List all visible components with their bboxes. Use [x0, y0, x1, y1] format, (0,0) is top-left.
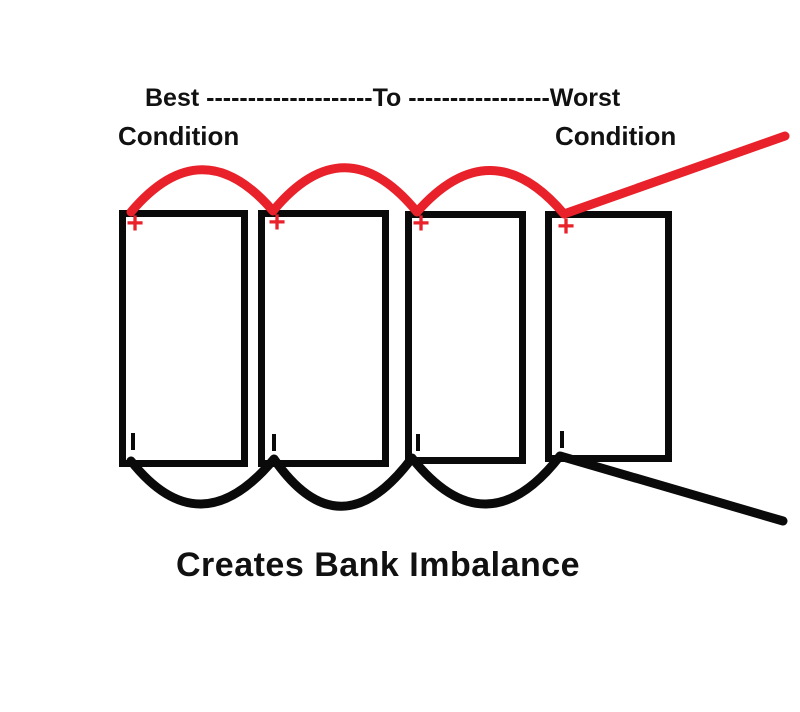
battery-1-positive-terminal-icon: +	[126, 207, 144, 240]
battery-2-box	[258, 210, 389, 467]
battery-4-box	[545, 211, 672, 462]
battery-1-box	[119, 210, 248, 467]
battery-1-negative-terminal-icon	[131, 433, 135, 450]
positive-wire	[126, 131, 790, 219]
battery-4-positive-terminal-icon: +	[557, 210, 575, 243]
battery-4-negative-terminal-icon	[560, 431, 564, 448]
battery-3-positive-terminal-icon: +	[412, 207, 430, 240]
battery-3-box	[405, 211, 526, 464]
worst-condition-label: Condition	[555, 121, 677, 151]
best-condition-label: Condition	[118, 121, 240, 151]
battery-3-negative-terminal-icon	[416, 434, 420, 451]
negative-wire	[126, 451, 788, 526]
battery-2-negative-terminal-icon	[272, 434, 276, 451]
caption-creates-bank-imbalance: Creates Bank Imbalance	[176, 546, 581, 584]
battery-2-positive-terminal-icon: +	[268, 206, 286, 239]
condition-scale-label: Best --------------------To ------------…	[145, 84, 621, 112]
